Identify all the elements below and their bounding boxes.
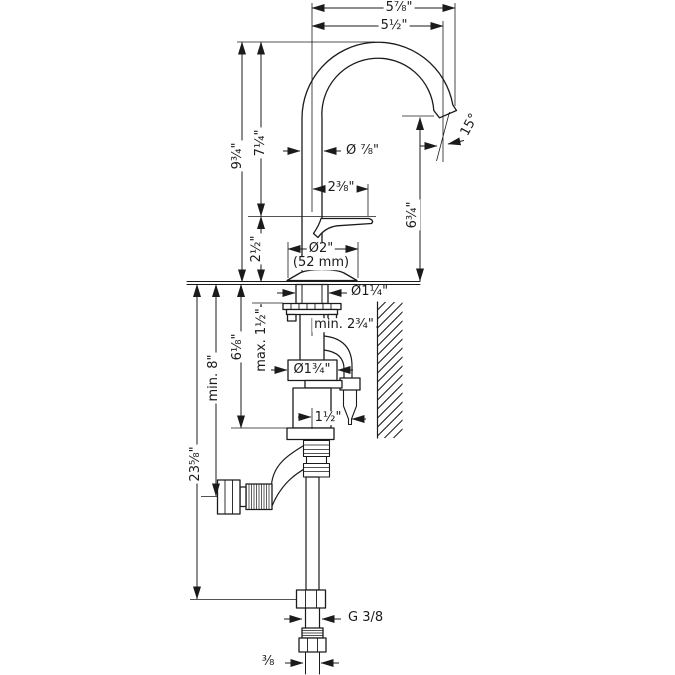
mounting-screw-left	[286, 313, 297, 322]
label-shank-length: 6⅛"	[230, 331, 246, 363]
handle-lever	[312, 217, 374, 239]
label-hose-min-length: min. 8"	[206, 352, 222, 404]
label-height-total: 9¾"	[230, 140, 246, 172]
mounting-washer	[285, 308, 339, 316]
label-handle-reach: 2⅜"	[325, 180, 357, 196]
label-thread: G 3/8	[346, 610, 386, 626]
label-base-dia-mm: (52 mm)	[290, 255, 352, 271]
hose-ring	[239, 486, 247, 508]
label-wall-distance: min. 2¾"	[312, 317, 376, 333]
thread-lines	[302, 630, 323, 636]
hex-facets	[224, 479, 233, 515]
braid-texture	[248, 483, 270, 510]
label-base-dia: Ø2"	[306, 241, 336, 257]
body-collar	[304, 379, 343, 389]
label-spout-pipe-dia: Ø ⅞"	[344, 143, 381, 159]
label-height-above-handle: 7¼"	[253, 127, 269, 159]
shank-walls	[301, 284, 323, 304]
pipe-hex-nut	[295, 589, 327, 609]
body-lip	[286, 427, 335, 441]
pipe-lower	[304, 607, 321, 629]
label-counter-thickness: max. 1½"	[254, 306, 270, 374]
spout-outline	[301, 41, 458, 273]
label-valve-dia: Ø1¾"	[291, 362, 333, 378]
base-escutcheon	[286, 268, 358, 282]
flange-teeth	[290, 303, 332, 310]
mounting-flange	[282, 302, 342, 311]
end-nut-facets	[307, 637, 318, 653]
connector-knurl-top	[302, 439, 331, 458]
label-reach-tip: 5⅞"	[383, 0, 415, 16]
end-nut	[298, 637, 327, 653]
wall-hatch	[377, 302, 403, 438]
connector-band	[305, 455, 328, 465]
supply-pipe	[305, 476, 320, 591]
side-hose-end	[342, 389, 358, 426]
label-supply-length: 23⅝"	[188, 444, 204, 484]
knurl-bottom-lines	[303, 467, 330, 472]
hose-hex-nut	[216, 479, 241, 515]
label-height-handle-zone: 2½"	[249, 233, 265, 265]
label-hose-offset: 1½"	[312, 410, 344, 426]
dim-angle-arrow-right	[447, 137, 465, 146]
label-reach-aerator: 5½"	[378, 18, 410, 34]
label-outlet-height: 6¾"	[405, 199, 421, 231]
label-thread-dia: ⅜	[259, 654, 277, 670]
end-stub	[305, 651, 320, 675]
side-hose-fitting	[339, 377, 361, 391]
connector-knurl-bottom	[302, 462, 331, 478]
shank	[295, 283, 329, 305]
pipe-hex-facets	[305, 589, 317, 609]
label-shank-dia: Ø1¼"	[349, 284, 391, 300]
knurl-top-lines	[303, 444, 330, 454]
